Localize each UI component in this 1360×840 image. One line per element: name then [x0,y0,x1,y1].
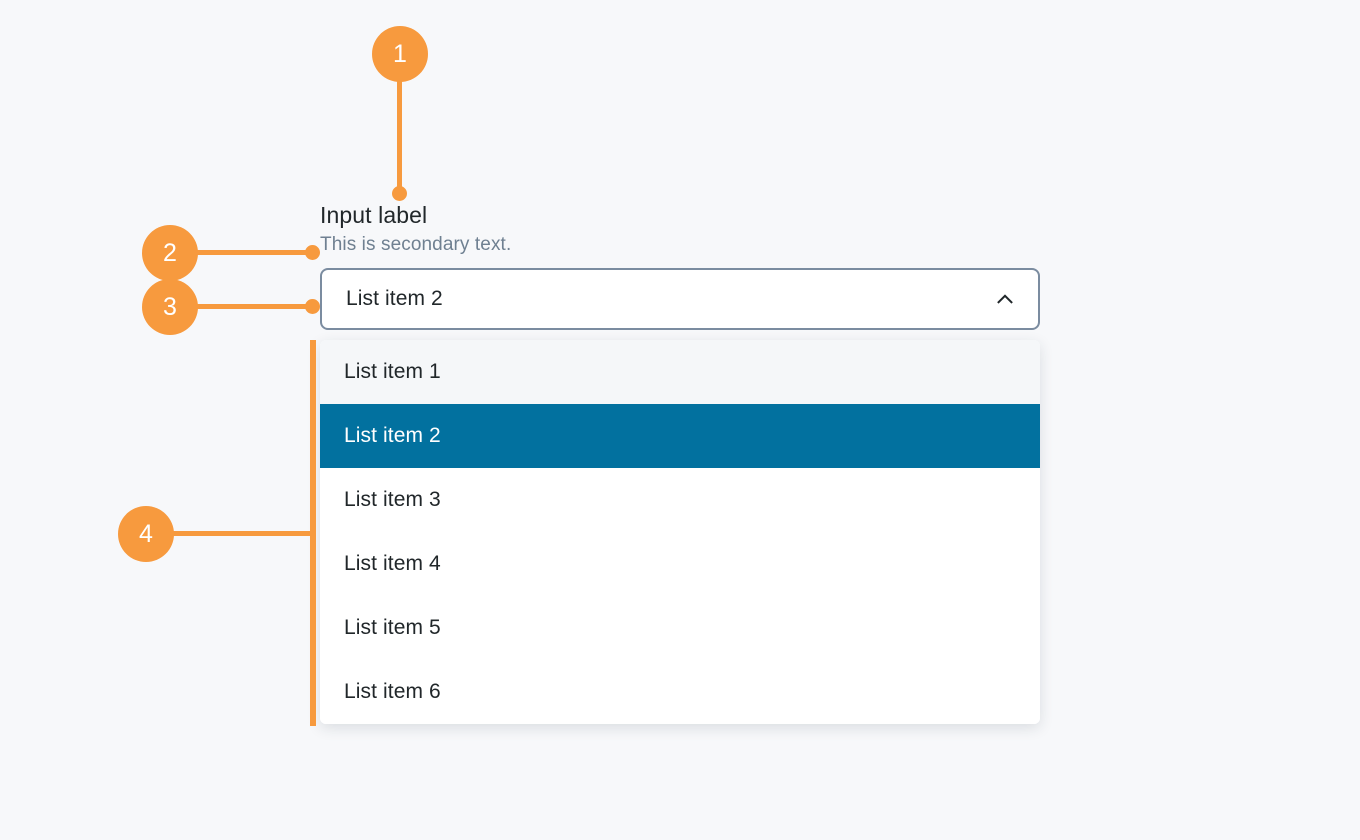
dropdown-select-button[interactable]: List item 2 [320,268,1040,330]
annotation-leader-2 [192,250,316,255]
list-item-label: List item 5 [344,616,441,639]
annotation-marker-2: 2 [142,225,198,281]
list-item[interactable]: List item 2 [320,404,1040,468]
secondary-helper-text: This is secondary text. [320,234,512,255]
annotation-endpoint-2 [305,245,320,260]
annotation-leader-1 [397,76,402,194]
annotation-leader-3 [192,304,316,309]
list-item-label: List item 1 [344,360,441,383]
list-item[interactable]: List item 3 [320,468,1040,532]
list-item[interactable]: List item 4 [320,532,1040,596]
form-field-group: Input label This is secondary text. List… [320,200,1040,330]
dropdown-list-panel: List item 1 List item 2 List item 3 List… [320,340,1040,724]
list-item[interactable]: List item 6 [320,660,1040,724]
list-item-label: List item 6 [344,680,441,703]
page-title: Input label [320,202,428,228]
list-item-label: List item 3 [344,488,441,511]
annotation-marker-3: 3 [142,279,198,335]
annotation-endpoint-1 [392,186,407,201]
list-item[interactable]: List item 5 [320,596,1040,660]
list-item-label: List item 4 [344,552,441,575]
annotation-endpoint-3 [305,299,320,314]
annotation-bracket-4 [310,340,316,726]
dropdown-selected-value: List item 2 [346,287,443,310]
list-item-label: List item 2 [344,424,441,447]
chevron-up-icon[interactable] [994,288,1016,310]
annotation-marker-1: 1 [372,26,428,82]
list-item[interactable]: List item 1 [320,340,1040,404]
annotation-leader-4 [168,531,316,536]
annotation-marker-4: 4 [118,506,174,562]
